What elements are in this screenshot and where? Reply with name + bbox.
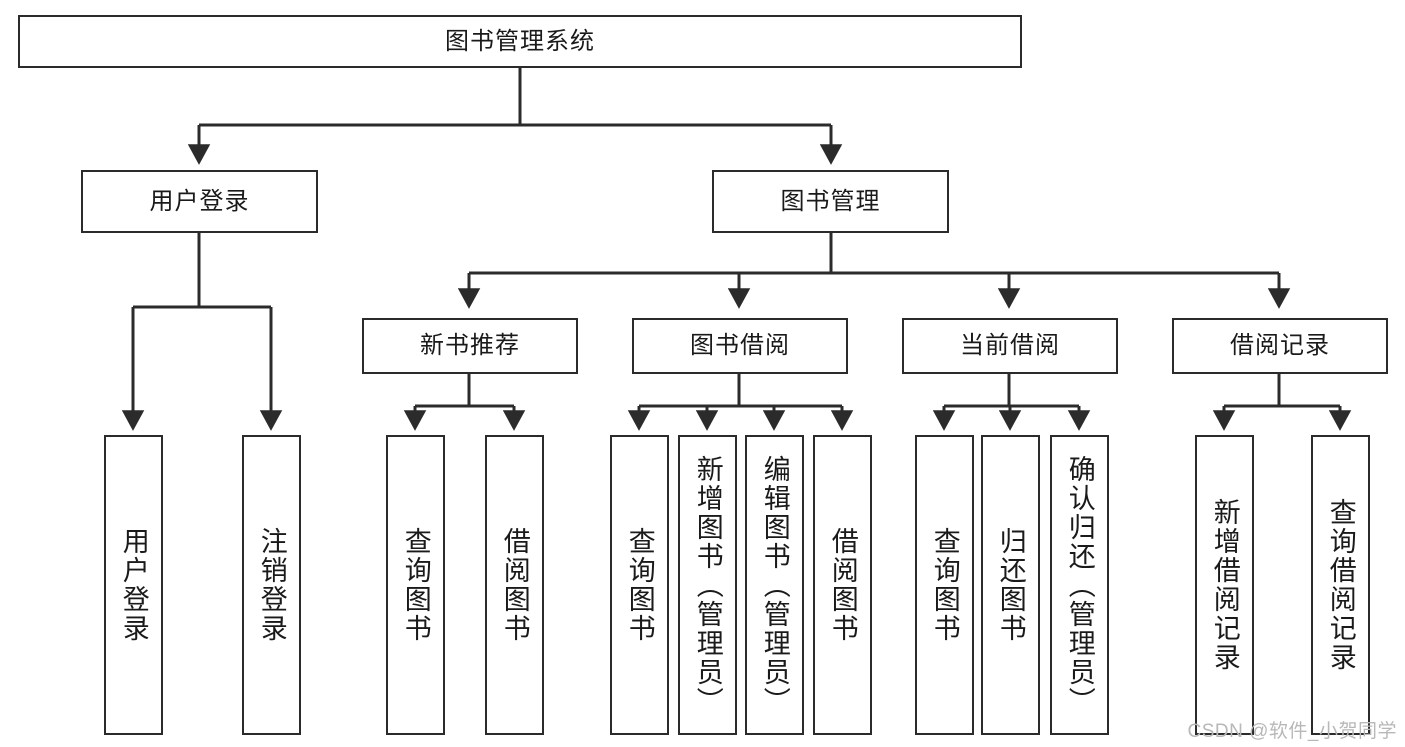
leaf-add-book-admin[interactable]: 新增图书（管理员） bbox=[678, 435, 737, 735]
leaf-edit-book-admin[interactable]: 编辑图书（管理员） bbox=[745, 435, 804, 735]
leaf-return-book[interactable]: 归还图书 bbox=[981, 435, 1040, 735]
node-label: 用户登录 bbox=[118, 527, 149, 643]
node-current-borrow[interactable]: 当前借阅 bbox=[902, 318, 1118, 374]
node-label: 借阅图书 bbox=[827, 527, 858, 643]
node-label: 新增借阅记录 bbox=[1209, 498, 1240, 672]
leaf-query-book-recommend[interactable]: 查询图书 bbox=[386, 435, 445, 735]
csdn-watermark: CSDN @软件_小贺同学 bbox=[1187, 721, 1397, 742]
node-label: 查询图书 bbox=[929, 527, 960, 643]
node-label: 编辑图书（管理员） bbox=[759, 454, 790, 716]
node-label: 确认归还（管理员） bbox=[1064, 454, 1095, 716]
leaf-logout-login[interactable]: 注销登录 bbox=[242, 435, 301, 735]
leaf-borrow-book[interactable]: 借阅图书 bbox=[813, 435, 872, 735]
node-label: 查询图书 bbox=[400, 527, 431, 643]
node-label: 借阅图书 bbox=[499, 527, 530, 643]
leaf-borrow-book-recommend[interactable]: 借阅图书 bbox=[485, 435, 544, 735]
leaf-user-login[interactable]: 用户登录 bbox=[104, 435, 163, 735]
leaf-confirm-return-admin[interactable]: 确认归还（管理员） bbox=[1050, 435, 1109, 735]
node-root-book-management-system[interactable]: 图书管理系统 bbox=[18, 15, 1022, 68]
node-new-book-recommend[interactable]: 新书推荐 bbox=[362, 318, 578, 374]
leaf-query-book-borrow[interactable]: 查询图书 bbox=[610, 435, 669, 735]
node-label: 图书借阅 bbox=[690, 332, 790, 360]
leaf-query-borrow-record[interactable]: 查询借阅记录 bbox=[1311, 435, 1370, 735]
node-book-management[interactable]: 图书管理 bbox=[712, 170, 949, 233]
node-book-borrow[interactable]: 图书借阅 bbox=[632, 318, 848, 374]
leaf-add-borrow-record[interactable]: 新增借阅记录 bbox=[1195, 435, 1254, 735]
node-label: 借阅记录 bbox=[1230, 332, 1330, 360]
node-label: 图书管理 bbox=[780, 187, 881, 215]
node-label: 查询借阅记录 bbox=[1325, 498, 1356, 672]
node-label: 用户登录 bbox=[149, 187, 250, 215]
node-label: 新书推荐 bbox=[420, 332, 520, 360]
node-label: 查询图书 bbox=[624, 527, 655, 643]
node-label: 图书管理系统 bbox=[445, 27, 595, 55]
leaf-query-book-current[interactable]: 查询图书 bbox=[915, 435, 974, 735]
node-label: 注销登录 bbox=[256, 527, 287, 643]
node-label: 归还图书 bbox=[995, 527, 1026, 643]
node-label: 当前借阅 bbox=[960, 332, 1060, 360]
node-borrow-record[interactable]: 借阅记录 bbox=[1172, 318, 1388, 374]
node-label: 新增图书（管理员） bbox=[692, 454, 723, 716]
node-user-login[interactable]: 用户登录 bbox=[81, 170, 318, 233]
